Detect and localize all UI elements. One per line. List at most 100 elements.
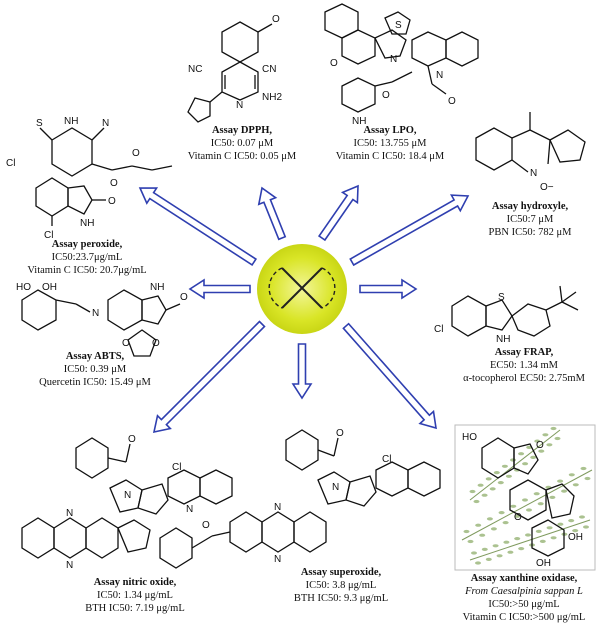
leaflet: [554, 436, 561, 441]
xanthine-oxidase-panel: HO O O OH OH: [454, 424, 596, 571]
caption-line: PBN IC50: 782 μM: [488, 227, 572, 238]
caption-line: Vitamin C IC50: 18.4 μM: [335, 151, 445, 162]
atom-label: N: [332, 482, 339, 493]
atom-label: N: [274, 502, 281, 513]
leaflet: [507, 550, 514, 554]
atom-label: Cl: [44, 230, 53, 241]
leaflet: [550, 536, 557, 540]
caption-title: Assay FRAP,: [494, 347, 554, 358]
caption-line: IC50:7 μM: [506, 214, 554, 225]
leaflet: [539, 539, 546, 544]
leaflet: [518, 547, 525, 551]
leaflet: [486, 517, 493, 521]
atom-label: N: [436, 70, 443, 81]
atom-label: CN: [262, 64, 276, 75]
arrow-to-nitric-oxide: [152, 320, 266, 434]
atom-label: NH: [352, 116, 366, 127]
atom-label: O: [514, 512, 522, 523]
peroxide-molecule: S NH N O O Cl Cl NH O: [6, 116, 173, 241]
arrow-to-xanthine: [342, 322, 437, 430]
caption-line: Vitamin C IC50:>500 μg/mL: [462, 612, 586, 623]
leaflet: [530, 455, 537, 459]
caption-line: α-tocopherol EC50: 2.75mM: [463, 373, 585, 384]
caption-title: Assay xanthine oxidase,: [470, 573, 578, 584]
abts-molecule: HO OH N NH O O O: [16, 282, 188, 357]
atom-label: S: [395, 20, 402, 31]
leaf-illustration: [461, 426, 593, 565]
dpph-molecule: O NC CN N NH2: [187, 14, 282, 123]
atom-label: OH: [536, 558, 551, 569]
leaflet: [485, 557, 492, 562]
atom-label: N: [124, 490, 131, 501]
leaflet: [503, 540, 510, 544]
superoxide-molecule: O N Cl O N N: [159, 428, 441, 569]
leaflet: [469, 489, 476, 494]
atom-label: O: [536, 440, 544, 451]
atom-label: NH: [150, 282, 164, 293]
atom-label: NC: [188, 64, 202, 75]
leaflet: [505, 474, 512, 478]
atom-label: O: [128, 434, 136, 445]
leaflet: [510, 458, 516, 462]
caption-title: Assay nitric oxide,: [93, 577, 177, 588]
atom-label: OH: [568, 532, 583, 543]
atom-label: N: [66, 508, 73, 519]
leaflet: [538, 449, 545, 453]
atom-label: Cl: [382, 454, 391, 465]
leaflet: [561, 489, 568, 493]
caption-line: Quercetin IC50: 15.49 μM: [39, 377, 151, 388]
caption-line: BTH IC50: 7.19 μg/mL: [85, 603, 185, 614]
leaflet: [546, 526, 553, 530]
arrow-to-abts: [188, 278, 251, 300]
atom-label: N: [530, 168, 537, 179]
leaflet: [542, 433, 549, 437]
leaflet: [473, 499, 480, 504]
leaflet: [518, 452, 525, 456]
atom-label: O: [382, 90, 390, 101]
leaflet: [471, 551, 477, 555]
leaflet: [522, 498, 528, 502]
atom-label: HO: [16, 282, 31, 293]
caption-peroxide: Assay peroxide, IC50:23.7μg/mL Vitamin C…: [2, 238, 172, 277]
leaflet: [493, 471, 500, 475]
leaflet: [526, 508, 532, 512]
leaflet: [549, 495, 556, 499]
leaflet: [481, 493, 488, 497]
caption-line: IC50: 3.8 μg/mL: [305, 580, 377, 591]
atom-label: N: [66, 560, 73, 571]
atom-label: N: [236, 100, 243, 111]
central-spiro-circle: [257, 244, 347, 334]
frap-molecule: Cl S NH: [434, 285, 579, 345]
atom-label: O: [180, 292, 188, 303]
caption-line: IC50: 0.39 μM: [63, 364, 127, 375]
caption-title: Assay superoxide,: [300, 567, 382, 578]
leaflet: [475, 523, 482, 527]
leaflet: [479, 533, 486, 537]
atom-label: O: [448, 96, 456, 107]
caption-dpph: Assay DPPH, IC50: 0.07 μM Vitamin C IC50…: [172, 124, 312, 163]
atom-label: NH: [80, 218, 94, 229]
leaf-stem: [469, 519, 591, 561]
arrow-to-frap: [359, 278, 418, 300]
leaflet: [550, 426, 557, 431]
leaflet: [497, 481, 504, 485]
leaflet: [572, 529, 579, 533]
leaflet: [522, 462, 529, 466]
caption-xanthine-oxidase: Assay xanthine oxidase, From Caesalpinia…: [448, 572, 600, 624]
leaflet: [535, 529, 542, 534]
leaflet: [502, 521, 509, 525]
caption-line: Vitamin C IC50: 0.05 μM: [187, 151, 297, 162]
leaflet: [467, 539, 474, 544]
leaflet: [490, 527, 497, 531]
caption-line: IC50: 0.07 μM: [210, 138, 274, 149]
caption-line: IC50:23.7μg/mL: [51, 252, 123, 263]
arrow-to-peroxide: [138, 187, 258, 267]
caption-nitric-oxide: Assay nitric oxide, IC50: 1.34 μg/mL BTH…: [60, 576, 210, 615]
leaflet: [580, 466, 587, 471]
caption-line: EC50: 1.34 mM: [490, 360, 558, 371]
leaflet: [557, 522, 564, 526]
atom-label: S: [498, 292, 505, 303]
atom-label: O: [336, 428, 344, 439]
